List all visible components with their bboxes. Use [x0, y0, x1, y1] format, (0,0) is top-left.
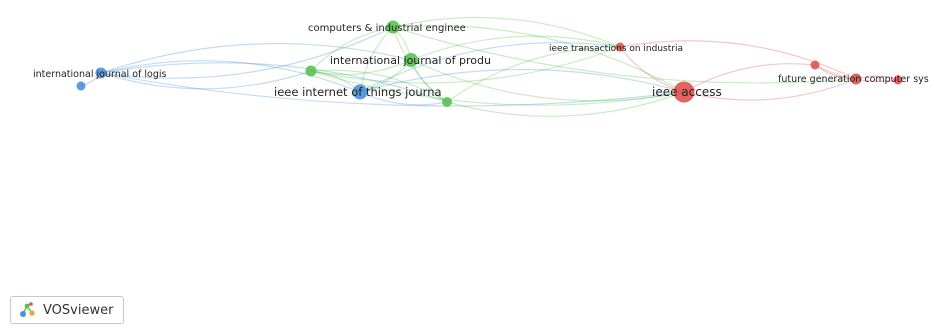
- node-label-ieee-iot[interactable]: ieee internet of things journa: [274, 85, 442, 99]
- network-link: [310, 69, 448, 103]
- network-node-intl-prod[interactable]: [404, 53, 418, 67]
- network-node-red-small-top[interactable]: [810, 60, 820, 70]
- node-label-computers-ind[interactable]: computers & industrial enginee: [308, 23, 466, 34]
- network-node-red-small-right[interactable]: [893, 75, 903, 85]
- network-link: [100, 62, 448, 103]
- network-link: [619, 40, 857, 80]
- network-link: [100, 60, 361, 93]
- network-node-computers-ind[interactable]: [386, 20, 400, 34]
- network-node-intl-logis[interactable]: [95, 67, 107, 79]
- network-link: [392, 24, 685, 93]
- network-link: [100, 42, 412, 74]
- network-link: [310, 59, 412, 76]
- network-link: [359, 91, 448, 106]
- network-link: [100, 70, 312, 90]
- node-label-ieee-trans-ind[interactable]: ieee transactions on industria: [549, 44, 683, 54]
- network-node-green-left[interactable]: [305, 65, 317, 77]
- network-link: [683, 78, 857, 101]
- node-label-ieee-access[interactable]: ieee access: [652, 85, 722, 99]
- network-node-green-bottom[interactable]: [442, 97, 452, 107]
- network-link: [310, 26, 394, 72]
- vosviewer-logo-button[interactable]: VOSviewer: [10, 296, 125, 324]
- network-link: [410, 59, 685, 102]
- network-link: [410, 35, 621, 61]
- network-link: [392, 16, 621, 48]
- network-link: [100, 72, 685, 107]
- network-labels: international journal of logis ieee inter…: [33, 23, 929, 99]
- network-node-ieee-trans-ind[interactable]: [615, 42, 625, 52]
- network-link: [310, 70, 685, 106]
- node-label-future-gen[interactable]: future generation computer sys: [778, 74, 929, 85]
- node-label-intl-logis[interactable]: international journal of logis: [33, 69, 167, 80]
- network-node-ieee-access[interactable]: [673, 81, 695, 103]
- network-node-ieee-iot[interactable]: [352, 84, 368, 100]
- network-link: [392, 26, 448, 103]
- node-label-intl-prod[interactable]: international journal of produ: [330, 54, 491, 67]
- network-link: [359, 42, 621, 93]
- network-link: [359, 68, 685, 93]
- network-node-blue-small[interactable]: [76, 81, 86, 91]
- network-link: [100, 26, 394, 79]
- network-nodes: [76, 20, 903, 107]
- network-link: [392, 26, 857, 84]
- vosviewer-logo-icon: [20, 302, 35, 317]
- network-link: [683, 63, 816, 93]
- network-link: [310, 46, 621, 84]
- network-node-future-gen[interactable]: [850, 73, 862, 85]
- network-link: [446, 91, 685, 117]
- vosviewer-logo-text: VOSviewer: [43, 302, 114, 318]
- network-link: [446, 46, 621, 103]
